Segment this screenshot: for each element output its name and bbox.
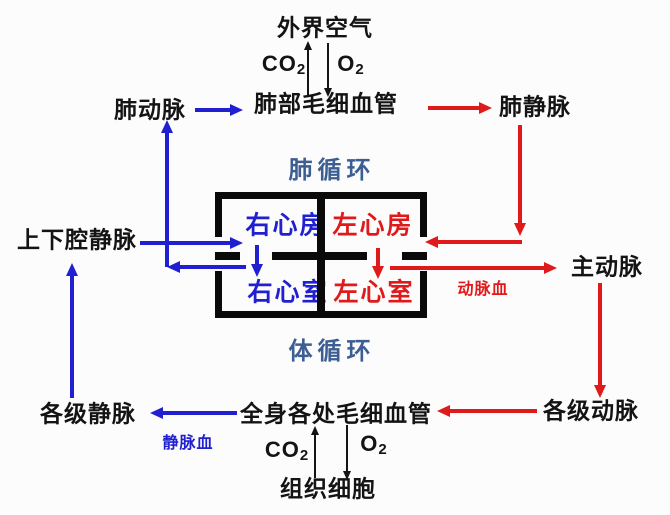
label-pulmonary-artery: 肺动脉	[114, 97, 186, 123]
o2-top-text: O	[337, 51, 356, 76]
label-vena-cava: 上下腔静脉	[17, 227, 137, 253]
arrow-to-pulmonary-artery-line	[165, 133, 169, 267]
heart-divider-right-stub	[402, 252, 427, 260]
arrow-co2-up-top-line	[307, 48, 309, 95]
arrow-capillaries-to-pulmonary-vein-head	[479, 102, 492, 114]
arrow-pulmonary-artery-to-capillaries-head	[230, 104, 243, 116]
arrow-aorta-to-arteries-head	[594, 385, 606, 398]
o2-top-subscript: 2	[355, 61, 365, 78]
label-venous-blood: 静脉血	[162, 435, 214, 452]
arrow-left-ventricle-to-aorta-head	[544, 262, 557, 274]
arrow-o2-down-top-head	[324, 88, 332, 97]
label-right-ventricle: 右心室	[247, 279, 329, 307]
arrow-into-left-atrium-head	[425, 236, 438, 248]
label-arteries-all-levels: 各级动脉	[543, 398, 639, 424]
arrow-co2-up-bottom-line	[314, 433, 316, 478]
arrow-capillaries-to-pulmonary-vein-line	[428, 106, 480, 110]
label-pulmonary-circulation: 肺循环	[288, 158, 376, 184]
label-veins-all-levels: 各级静脉	[40, 401, 136, 427]
co2-top-subscript: 2	[296, 61, 307, 78]
label-pulmonary-vein: 肺静脉	[499, 94, 571, 120]
arrow-into-left-atrium-line	[437, 240, 522, 244]
heart-wall-left-upper	[215, 192, 222, 237]
label-outside-air: 外界空气	[277, 15, 373, 41]
label-tissue-cells: 组织细胞	[280, 476, 376, 502]
label-left-ventricle: 左心室	[333, 279, 415, 307]
heart-wall-right-upper	[420, 192, 427, 237]
label-o2-top: O2	[337, 51, 365, 78]
arrow-arteries-to-capillaries-head	[437, 405, 450, 417]
o2-bottom-subscript: 2	[378, 441, 388, 458]
arrow-co2-up-bottom-head	[311, 426, 319, 435]
arrow-veins-to-vena-cava-line	[70, 276, 74, 398]
heart-wall-left-lower	[215, 271, 222, 318]
heart-divider-left-seg	[272, 252, 317, 260]
heart-divider-right-seg	[325, 252, 367, 260]
arrow-left-atrium-to-ventricle-line	[376, 248, 380, 268]
arrow-right-atrium-to-ventricle-head	[251, 264, 263, 277]
arrow-capillaries-to-veins-head	[150, 407, 163, 419]
co2-bottom-text: CO	[264, 437, 300, 462]
label-right-atrium: 右心房	[245, 212, 327, 240]
arrow-pulmonary-vein-down-line	[518, 125, 522, 224]
label-systemic-circulation: 体循环	[288, 339, 376, 365]
arrow-vena-cava-to-right-atrium-head	[230, 237, 243, 249]
arrow-pulmonary-artery-to-capillaries-line	[195, 108, 231, 112]
arrow-aorta-to-arteries-line	[598, 283, 602, 386]
arrow-capillaries-to-veins-line	[162, 411, 237, 415]
arrow-right-ventricle-out-head	[167, 261, 180, 273]
arrow-o2-down-bottom-head	[343, 471, 351, 480]
label-co2-top: CO2	[261, 51, 307, 78]
heart-wall-right-lower	[420, 271, 427, 318]
label-co2-bottom: CO2	[264, 437, 310, 464]
label-body-capillaries: 全身各处毛细血管	[240, 401, 432, 427]
arrow-co2-up-top-head	[304, 41, 312, 50]
arrow-pulmonary-vein-down-head	[514, 223, 526, 236]
arrow-vena-cava-to-right-atrium-line	[140, 241, 231, 245]
label-pulmonary-capillaries: 肺部毛细血管	[254, 91, 398, 117]
heart-divider-left-stub	[215, 252, 240, 260]
arrow-veins-to-vena-cava-head	[66, 263, 78, 276]
arrow-left-ventricle-to-aorta-line	[390, 266, 545, 270]
heart-septum-vertical	[317, 192, 325, 318]
arrow-right-atrium-to-ventricle-line	[255, 245, 259, 266]
label-o2-bottom: O2	[360, 431, 388, 458]
label-arterial-blood: 动脉血	[457, 281, 509, 298]
co2-bottom-subscript: 2	[299, 447, 310, 464]
co2-top-text: CO	[261, 51, 297, 76]
arrow-right-ventricle-out-line	[180, 265, 246, 269]
arrow-arteries-to-capillaries-line	[449, 409, 537, 413]
label-left-atrium: 左心房	[332, 212, 414, 240]
arrow-o2-down-top-line	[327, 43, 329, 90]
arrow-left-atrium-to-ventricle-head	[372, 266, 384, 279]
label-aorta: 主动脉	[571, 254, 643, 280]
o2-bottom-text: O	[360, 431, 379, 456]
arrow-o2-down-bottom-line	[346, 425, 348, 472]
arrow-to-pulmonary-artery-head	[161, 120, 173, 133]
